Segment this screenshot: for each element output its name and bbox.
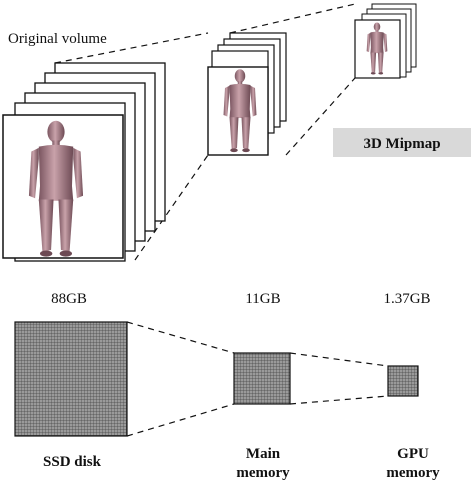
ssd-disk-block xyxy=(14,321,128,437)
mipmap-badge: 3D Mipmap xyxy=(333,128,471,157)
main-memory-label-line1: Main xyxy=(246,446,281,462)
mipmap-badge-label: 3D Mipmap xyxy=(363,136,440,152)
gpu-memory-label-line1: GPU xyxy=(397,446,429,462)
gpu-memory-label-line2: memory xyxy=(386,465,440,481)
mipmap-level-2-stack xyxy=(354,3,417,79)
gpu-memory-size-label: 1.37GB xyxy=(383,291,430,307)
original-volume-label: Original volume xyxy=(8,31,107,47)
storage-connectors xyxy=(126,321,389,437)
ssd-size-label: 88GB xyxy=(51,291,87,307)
main-memory-label-line2: memory xyxy=(236,465,290,481)
gpu-memory-block xyxy=(387,365,419,397)
main-memory-size-label: 11GB xyxy=(245,291,280,307)
ssd-disk-label: SSD disk xyxy=(43,454,102,470)
pyramid-connectors xyxy=(54,3,356,261)
original-volume-stack xyxy=(2,62,166,262)
main-memory-block xyxy=(233,352,291,405)
mipmap-level-1-stack xyxy=(207,32,287,156)
